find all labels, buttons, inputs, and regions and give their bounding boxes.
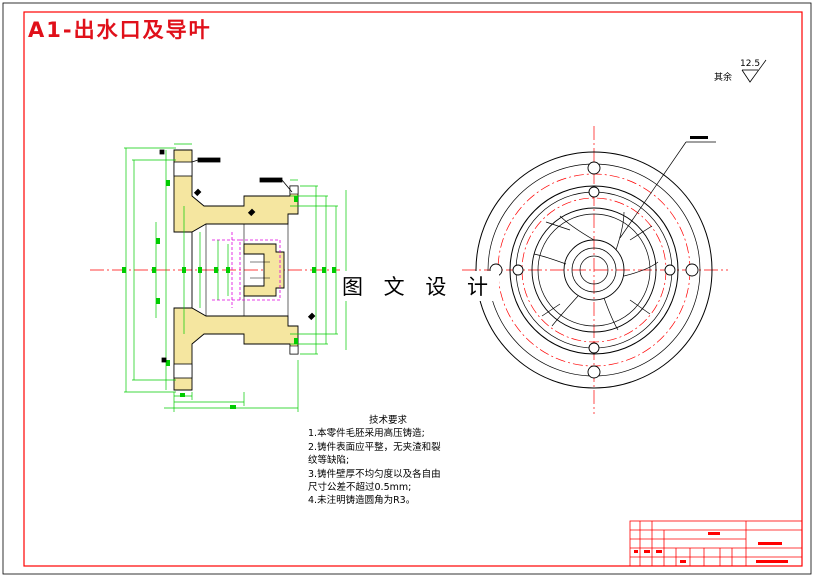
technical-requirements: 技术要求 1.本零件毛胚采用高压铸造; 2.铸件表面应平整，无夹渣和裂 纹等缺陷… [308,414,468,508]
tech-item: 1.本零件毛胚采用高压铸造; [308,428,425,440]
title-block [629,520,803,567]
tech-item: 纹等缺陷; [308,455,350,467]
inner-frame [23,11,803,567]
section-view [90,143,347,412]
tech-heading: 技术要求 [368,415,407,426]
watermark-text: 图 文 设 计 [338,271,500,301]
drawing-title: A1-出水口及导叶 [28,18,212,42]
tech-item: 2.铸件表面应平整，无夹渣和裂 [308,441,441,453]
tech-item: 4.未注明铸造圆角为R3。 [308,495,416,507]
tech-item: 尺寸公差不超过0.5mm; [308,482,412,494]
end-view [462,126,728,414]
roughness-value: 12.5 [740,59,761,69]
roughness-symbol [741,59,767,83]
roughness-label: 其余 [714,73,733,83]
tech-item: 3.铸件壁厚不均匀度以及各自由 [308,468,441,480]
